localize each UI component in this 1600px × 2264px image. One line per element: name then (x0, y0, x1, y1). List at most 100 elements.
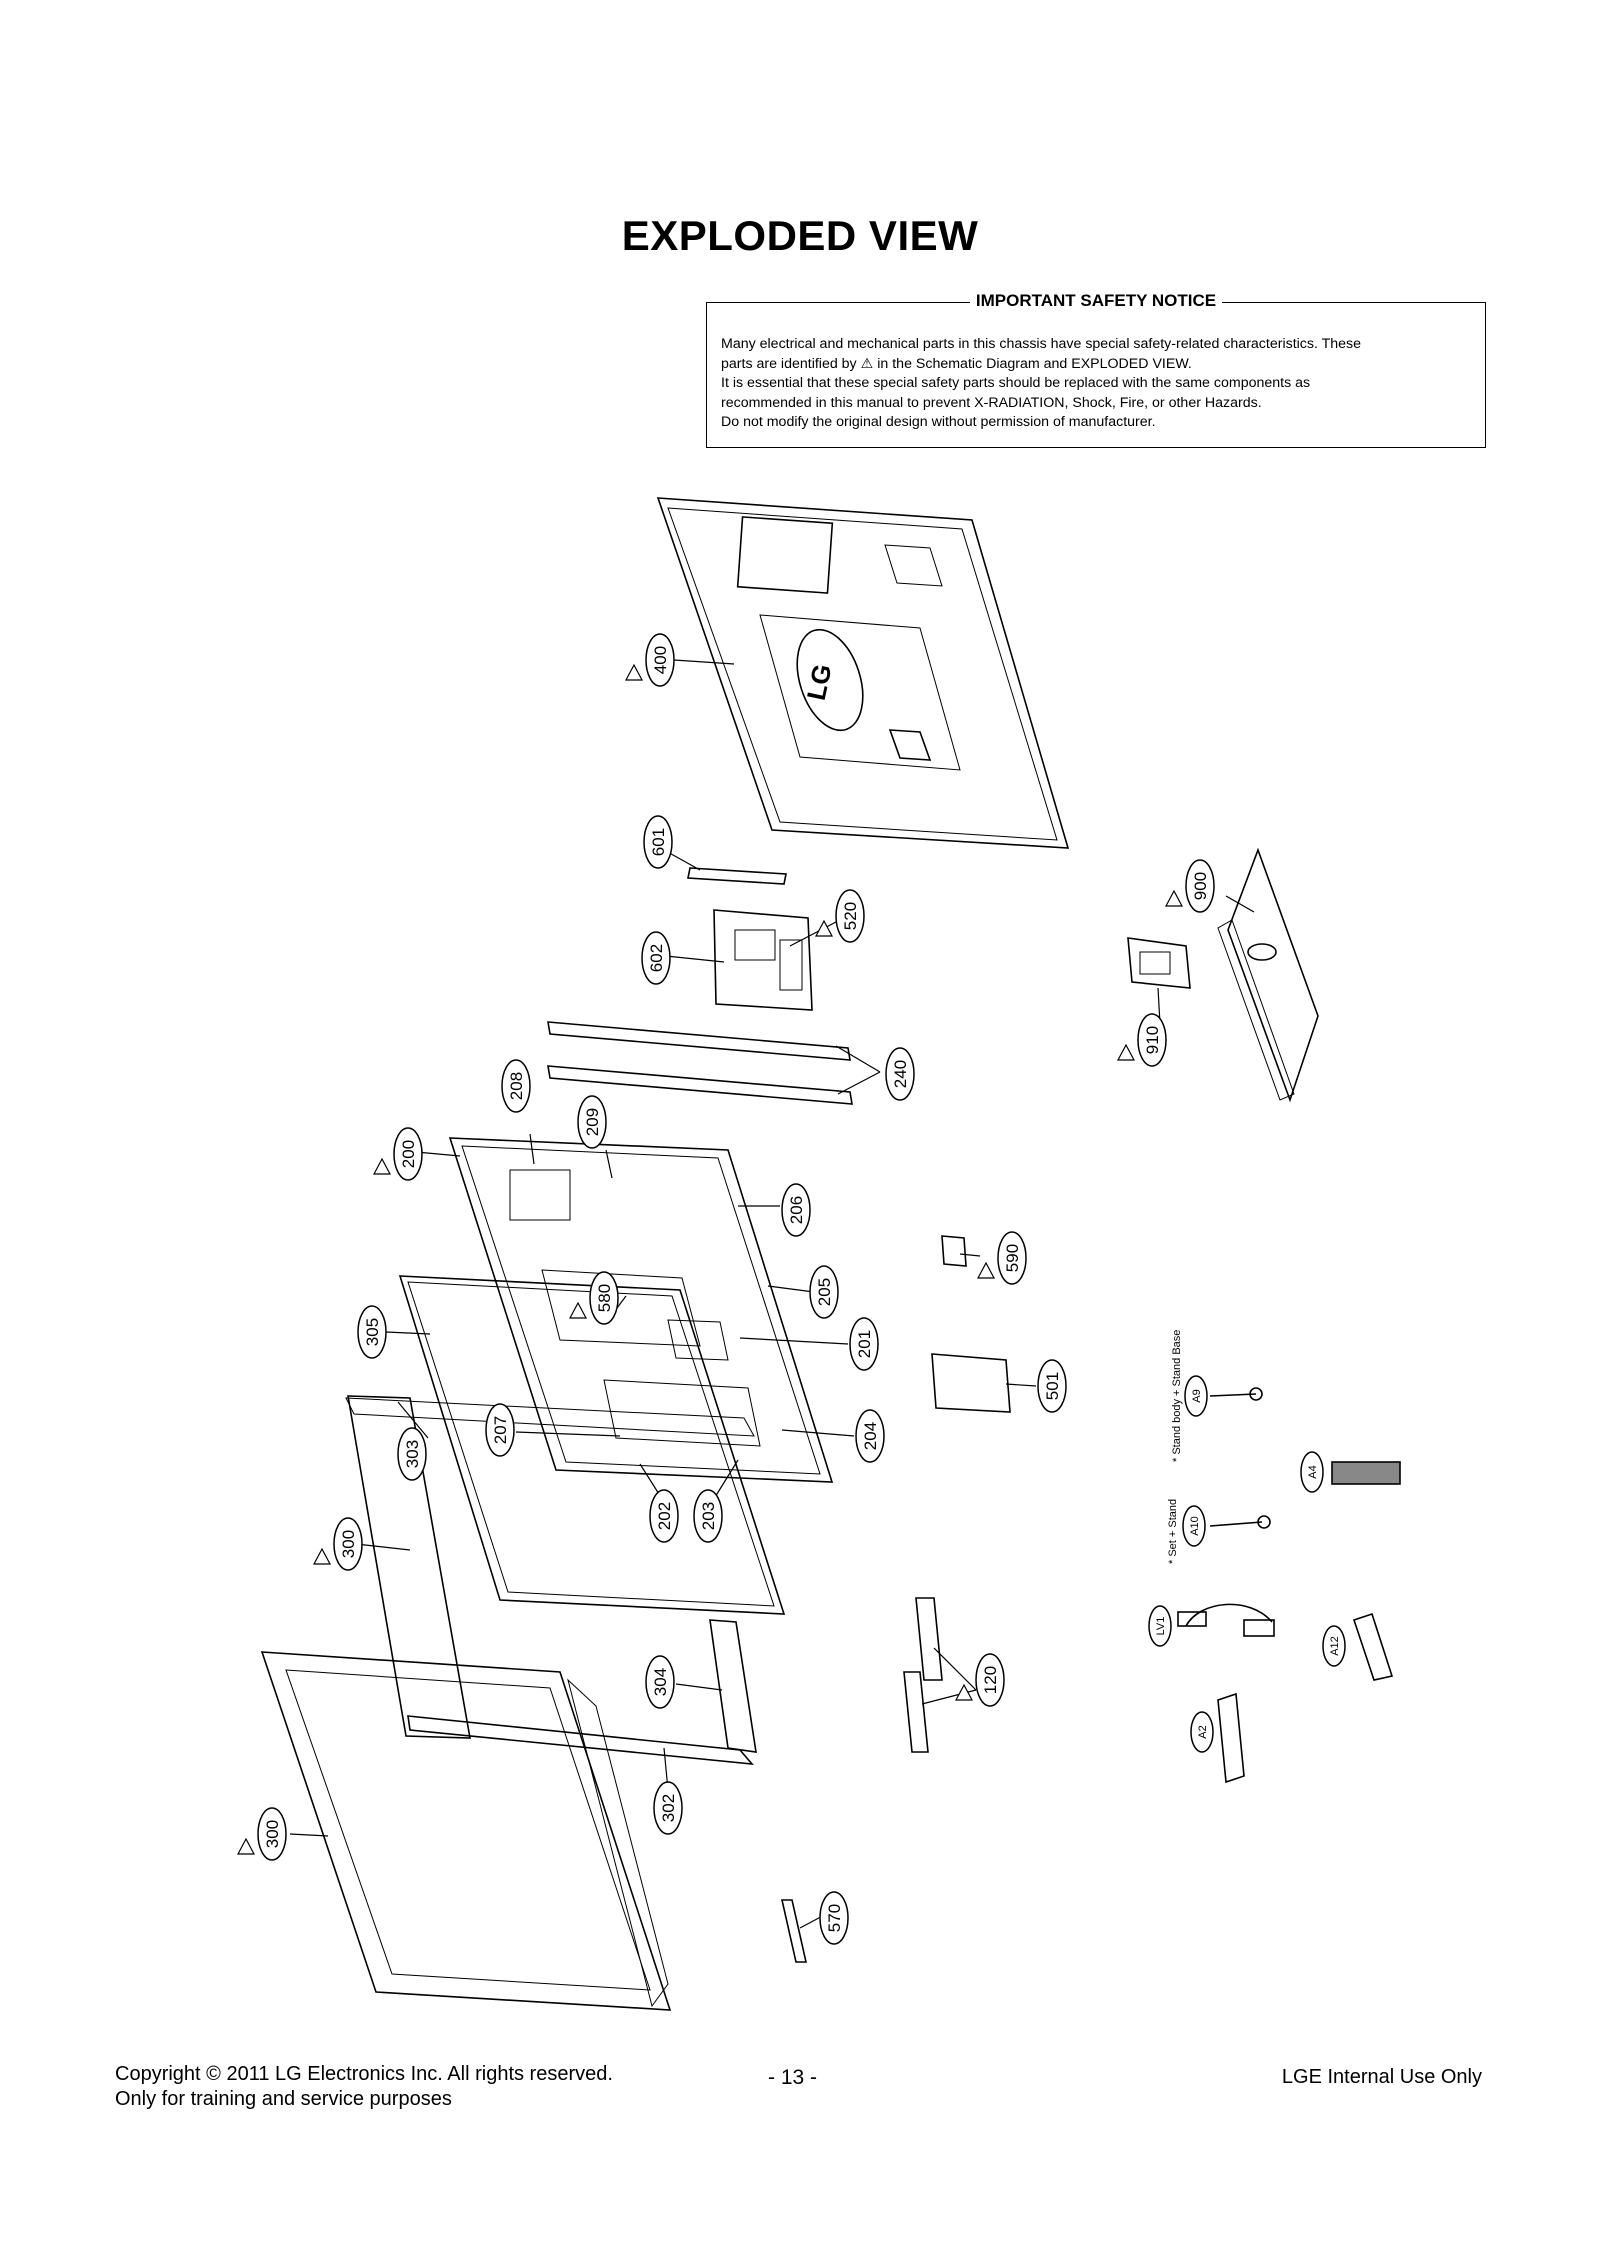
notice-line-4: recommended in this manual to prevent X-… (721, 394, 1262, 411)
callout-203: 203 (693, 1489, 723, 1543)
callout-oval (641, 931, 671, 985)
stand-label-2: * Set + Stand (1167, 1499, 1179, 1564)
callout-oval (393, 1127, 423, 1181)
notice-line-2: parts are identified by ⚠ in the Schemat… (721, 355, 1192, 372)
callout-label: A2 (1197, 1725, 1209, 1738)
callout-label: 303 (403, 1440, 422, 1468)
notice-line-5: Do not modify the original design withou… (721, 414, 1156, 430)
callout-580: 580 (569, 1271, 619, 1325)
main-board-part (713, 909, 813, 1011)
callout-label: 203 (699, 1502, 718, 1530)
callout-label: A9 (1191, 1389, 1203, 1402)
callout-label: 304 (651, 1668, 670, 1696)
callout-oval (693, 1489, 723, 1543)
callout-oval (1184, 1375, 1208, 1417)
page-number: - 13 - (768, 2066, 818, 2089)
callout-oval (1190, 1711, 1214, 1753)
callout-label: 400 (651, 646, 670, 674)
callout-oval (485, 1403, 515, 1457)
cover-a2-part (1217, 1692, 1245, 1784)
callout-oval (357, 1305, 387, 1359)
callout-208: 208 (501, 1059, 531, 1113)
speaker-part (903, 1597, 943, 1753)
callout-oval (649, 1489, 679, 1543)
callout-A2: A2 (1190, 1711, 1214, 1753)
callout-570: 570 (819, 1891, 849, 1945)
notice-line-1: Many electrical and mechanical parts in … (721, 336, 1362, 352)
callout-label: 520 (841, 902, 860, 930)
callout-label: 208 (507, 1072, 526, 1100)
callout-label: 302 (659, 1794, 678, 1822)
callout-202: 202 (649, 1489, 679, 1543)
guide-panel-part (345, 1395, 755, 1739)
callout-label: 590 (1003, 1244, 1022, 1272)
front-cabinet-part (260, 1651, 672, 2011)
callout-305: 305 (357, 1305, 387, 1359)
callout-label: 305 (363, 1318, 382, 1346)
warning-triangle-icon (955, 1683, 973, 1701)
callout-240: 240 (885, 1047, 915, 1101)
warning-triangle-icon (1165, 889, 1183, 907)
safety-notice-box: IMPORTANT SAFETY NOTICE Many electrical … (706, 291, 1486, 448)
notice-line-3: It is essential that these special safet… (721, 375, 1311, 391)
callout-label: 205 (815, 1278, 834, 1306)
callout-A9: A9 (1184, 1375, 1208, 1417)
callout-label: A12 (1329, 1636, 1341, 1656)
callout-oval (1137, 1013, 1167, 1067)
lg-logo: LG (801, 661, 838, 703)
callout-204: 204 (855, 1409, 885, 1463)
callout-label: A10 (1189, 1516, 1201, 1536)
callout-300: 300 (313, 1517, 363, 1571)
callout-A4: A4 (1300, 1451, 1324, 1493)
rail-240-part (547, 1021, 853, 1105)
callout-label: 900 (1191, 872, 1210, 900)
callout-oval (885, 1047, 915, 1101)
warning-triangle-icon (815, 919, 833, 937)
callout-520: 520 (815, 889, 865, 943)
callout-200: 200 (373, 1127, 423, 1181)
callout-oval (1037, 1359, 1067, 1413)
callout-900: 900 (1165, 859, 1215, 913)
callout-120: 120 (955, 1653, 1005, 1707)
callout-400: 400 (625, 633, 675, 687)
callout-label: 204 (861, 1422, 880, 1450)
callout-207: 207 (485, 1403, 515, 1457)
callout-A10: A10 (1182, 1505, 1206, 1547)
callout-A12: A12 (1322, 1625, 1346, 1667)
callout-201: 201 (849, 1317, 879, 1371)
optical-sheet-part (398, 1275, 786, 1615)
callout-oval (849, 1317, 879, 1371)
backlight-chassis-part (448, 1137, 834, 1483)
cable-lv1-part (1177, 1603, 1275, 1637)
callout-label: 206 (787, 1196, 806, 1224)
callout-label: 602 (647, 944, 666, 972)
bracket-a12-part (1352, 1612, 1394, 1681)
callout-590: 590 (977, 1231, 1027, 1285)
callout-oval (781, 1183, 811, 1237)
callout-602: 602 (641, 931, 671, 985)
back-cover-part (656, 497, 1070, 849)
safety-notice-heading: IMPORTANT SAFETY NOTICE (969, 291, 1223, 310)
screw-a9-part (1209, 1387, 1263, 1401)
warning-triangle-icon (569, 1301, 587, 1319)
callout-oval (1185, 859, 1215, 913)
callout-label: 120 (981, 1666, 1000, 1694)
callout-label: 501 (1043, 1372, 1062, 1400)
callout-label: 207 (491, 1416, 510, 1444)
callout-302: 302 (653, 1781, 683, 1835)
page-title: EXPLODED VIEW (621, 212, 979, 259)
footer-copyright-block: Copyright © 2011 LG Electronics Inc. All… (115, 2062, 613, 2112)
bracket-601-part (687, 867, 787, 885)
callout-label: A4 (1307, 1465, 1319, 1478)
callout-oval (397, 1427, 427, 1481)
callout-205: 205 (809, 1265, 839, 1319)
callout-oval (975, 1653, 1005, 1707)
callout-oval (819, 1891, 849, 1945)
callout-label: 300 (339, 1530, 358, 1558)
stand-base-part (1217, 847, 1319, 1103)
footer-internal: LGE Internal Use Only (1281, 2066, 1482, 2088)
warning-triangle-icon (313, 1547, 331, 1565)
callout-oval (1300, 1451, 1324, 1493)
